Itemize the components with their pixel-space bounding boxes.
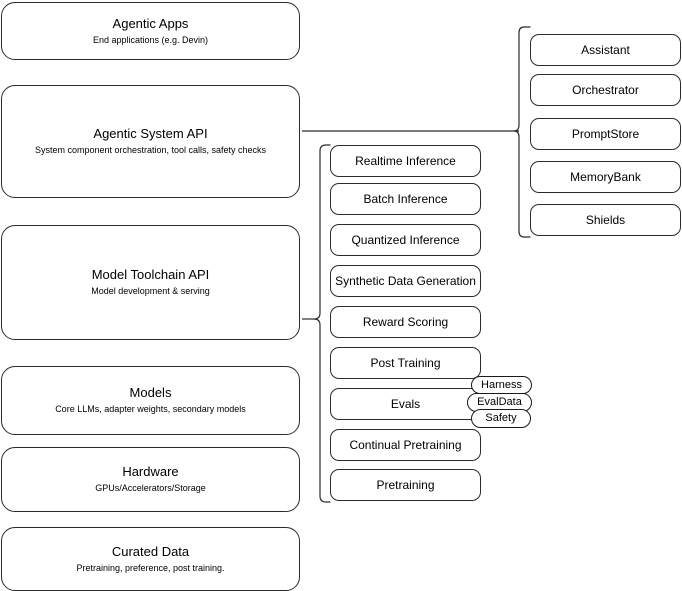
evals-pill-label: Harness	[481, 378, 522, 391]
layer-title: Model Toolchain API	[91, 267, 210, 282]
layer-subtitle: End applications (e.g. Devin)	[92, 34, 209, 45]
component-label: Assistant	[581, 43, 630, 57]
layer-box-agentic-system-api[interactable]: Agentic System API System component orch…	[1, 85, 300, 198]
capability-label: Synthetic Data Generation	[335, 274, 476, 288]
capability-box-post-training[interactable]: Post Training	[330, 347, 481, 379]
capability-label: Post Training	[370, 356, 441, 370]
layer-box-curated-data[interactable]: Curated Data Pretraining, preference, po…	[1, 527, 300, 591]
layer-box-model-toolchain-api[interactable]: Model Toolchain API Model development & …	[1, 225, 300, 340]
component-box-shields[interactable]: Shields	[530, 204, 681, 236]
capability-label: Evals	[390, 397, 421, 411]
component-box-promptstore[interactable]: PromptStore	[530, 118, 681, 150]
capability-label: Continual Pretraining	[349, 438, 462, 452]
layer-box-models[interactable]: Models Core LLMs, adapter weights, secon…	[1, 366, 300, 435]
layer-subtitle: Model development & serving	[91, 286, 210, 296]
capability-box-pretraining[interactable]: Pretraining	[330, 469, 481, 501]
capability-box-continual-pretraining[interactable]: Continual Pretraining	[330, 429, 481, 461]
evals-pill-safety[interactable]: Safety	[471, 409, 531, 428]
capability-box-synthetic-data-generation[interactable]: Synthetic Data Generation	[330, 265, 481, 297]
capability-box-reward-scoring[interactable]: Reward Scoring	[330, 306, 481, 338]
capability-label: Pretraining	[376, 478, 435, 492]
capability-box-realtime-inference[interactable]: Realtime Inference	[330, 145, 481, 177]
component-box-assistant[interactable]: Assistant	[530, 34, 681, 66]
component-label: Orchestrator	[572, 83, 639, 97]
evals-pill-label: EvalData	[477, 396, 522, 408]
capability-box-evals[interactable]: Evals	[330, 388, 481, 420]
component-label: Shields	[585, 213, 626, 227]
capability-label: Quantized Inference	[351, 233, 460, 247]
layer-title: Models	[129, 385, 172, 400]
layer-title: Hardware	[122, 464, 179, 479]
layer-subtitle: Pretraining, preference, post training.	[76, 562, 225, 573]
layer-box-hardware[interactable]: Hardware GPUs/Accelerators/Storage	[1, 447, 300, 512]
evals-pill-harness[interactable]: Harness	[471, 376, 532, 394]
evals-pill-label: Safety	[485, 412, 517, 424]
component-label: MemoryBank	[570, 170, 641, 184]
layer-subtitle: System component orchestration, tool cal…	[34, 145, 267, 155]
layer-title: Agentic System API	[93, 126, 208, 141]
component-label: PromptStore	[571, 127, 640, 141]
capability-box-batch-inference[interactable]: Batch Inference	[330, 183, 481, 215]
capability-label: Realtime Inference	[355, 154, 456, 168]
capability-label: Batch Inference	[363, 192, 448, 206]
capability-box-quantized-inference[interactable]: Quantized Inference	[330, 224, 481, 256]
layer-title: Curated Data	[111, 543, 190, 559]
layer-subtitle: GPUs/Accelerators/Storage	[95, 483, 206, 493]
layer-title: Agentic Apps	[112, 15, 189, 31]
layer-box-agentic-apps[interactable]: Agentic Apps End applications (e.g. Devi…	[1, 2, 300, 60]
component-box-orchestrator[interactable]: Orchestrator	[530, 74, 681, 106]
layer-subtitle: Core LLMs, adapter weights, secondary mo…	[55, 404, 246, 414]
capability-label: Reward Scoring	[362, 315, 449, 329]
component-box-memorybank[interactable]: MemoryBank	[530, 161, 681, 193]
